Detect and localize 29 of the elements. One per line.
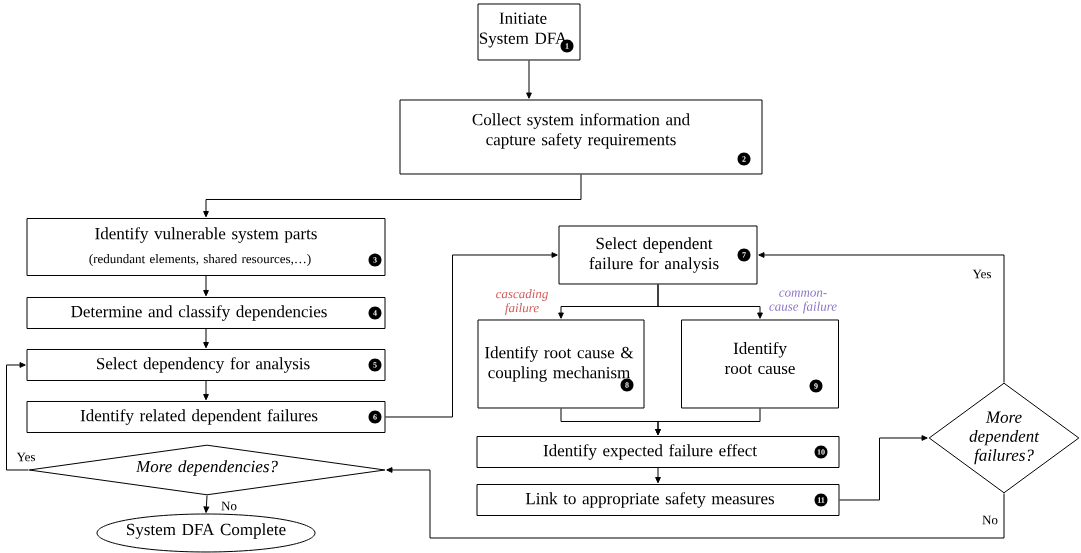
step-number: 2 [737, 152, 751, 166]
failure-type-label: cascading failure [496, 289, 548, 315]
arrow [203, 174, 582, 218]
arrow [6, 362, 29, 471]
arrow [203, 380, 209, 401]
step-number: 10 [814, 445, 828, 459]
arrow [657, 284, 763, 319]
step-number: 11 [814, 493, 828, 507]
step-number: 6 [368, 410, 382, 424]
step-number: 3 [368, 253, 382, 267]
arrow [203, 275, 209, 297]
arrow [758, 252, 1005, 383]
edge-label: No [981, 514, 999, 526]
step-number: 9 [809, 379, 823, 393]
edge-label: No [220, 500, 238, 512]
arrow [385, 252, 558, 418]
step-number: 8 [620, 378, 634, 392]
failure-type-label: common-cause failure [769, 290, 837, 314]
arrow [526, 60, 532, 99]
step-number: 4 [368, 306, 382, 320]
arrow [839, 435, 928, 501]
arrow [386, 467, 1005, 539]
edge-label: Yes [971, 268, 993, 280]
arrow [655, 467, 661, 484]
step-number: 5 [368, 358, 382, 372]
arrow [203, 328, 209, 349]
arrow [203, 495, 210, 513]
arrow [655, 408, 761, 436]
step-number: 7 [737, 248, 751, 262]
